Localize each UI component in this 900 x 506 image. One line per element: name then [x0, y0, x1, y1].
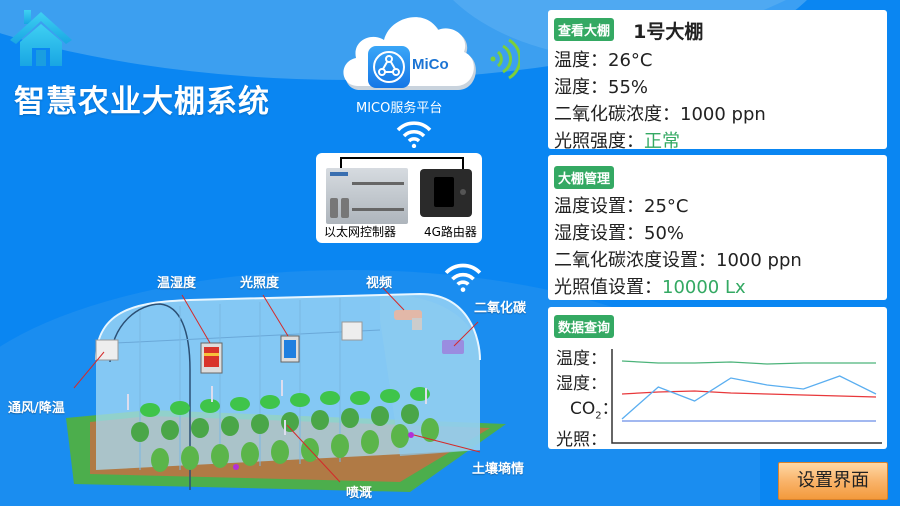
wifi-icon-greenhouse [444, 263, 482, 292]
label-sprinkler: 喷溉 [346, 486, 373, 501]
label-temp-humidity: 温湿度 [157, 276, 197, 291]
cloud-icon [343, 17, 476, 91]
label-video: 视频 [366, 276, 393, 291]
temperature-row: 温度：26°C [554, 50, 653, 71]
ethernet-controller-icon [326, 168, 408, 224]
chart-axis-labels: 温度： 湿度： CO2： 光照： [556, 347, 619, 453]
chart-label-temperature: 温度： [556, 349, 607, 369]
network-cable [340, 157, 464, 171]
cloud-label: MICO服务平台 [356, 101, 443, 116]
wifi-icon [396, 121, 432, 148]
label-soil: 土壤墒情 [472, 462, 525, 477]
greenhouse-management-panel: 大棚管理 温度设置：25°C 湿度设置：50% 二氧化碳浓度设置：1000 pp… [548, 155, 887, 300]
settings-button[interactable]: 设置界面 [778, 462, 888, 500]
co2-row: 二氧化碳浓度：1000 ppn [554, 104, 766, 125]
view-greenhouse-panel: 查看大棚 1号大棚 温度：26°C 湿度：55% 二氧化碳浓度：1000 ppn… [548, 10, 887, 152]
home-icon[interactable] [8, 6, 74, 66]
co2-setting-row[interactable]: 二氧化碳浓度设置：1000 ppn [554, 250, 802, 271]
mico-logo-icon [368, 46, 410, 88]
humidity-row: 湿度：55% [554, 77, 649, 98]
greenhouse-name: 1号大棚 [633, 21, 704, 43]
app-title: 智慧农业大棚系统 [14, 84, 270, 120]
router-icon [420, 169, 472, 217]
management-tag[interactable]: 大棚管理 [554, 166, 615, 189]
device-label-router: 4G路由器 [424, 225, 477, 239]
label-co2: 二氧化碳 [474, 301, 527, 316]
greenhouse-illustration [66, 287, 506, 492]
light-setting-row[interactable]: 光照值设置：10000 Lx [554, 277, 746, 298]
chart-label-humidity: 湿度： [556, 374, 607, 394]
chart-label-light: 光照： [556, 430, 607, 451]
cloud-brand: MiCo [412, 56, 449, 73]
label-ventilation: 通风/降温 [8, 401, 65, 416]
device-label-controller: 以太网控制器 [324, 225, 397, 239]
data-query-panel: 数据查询 温度： 湿度： CO2： 光照： [548, 307, 887, 450]
label-light: 光照度 [240, 276, 280, 291]
line-chart [611, 349, 882, 444]
chart-label-co2: CO2： [570, 399, 619, 422]
device-panel: 以太网控制器 4G路由器 [316, 153, 482, 243]
humidity-setting-row[interactable]: 湿度设置：50% [554, 223, 685, 244]
signal-icon [490, 38, 520, 80]
light-row: 光照强度：正常 [554, 131, 680, 152]
data-query-tag[interactable]: 数据查询 [554, 315, 615, 338]
temperature-setting-row[interactable]: 温度设置：25°C [554, 196, 689, 217]
view-greenhouse-tag[interactable]: 查看大棚 [554, 18, 615, 41]
